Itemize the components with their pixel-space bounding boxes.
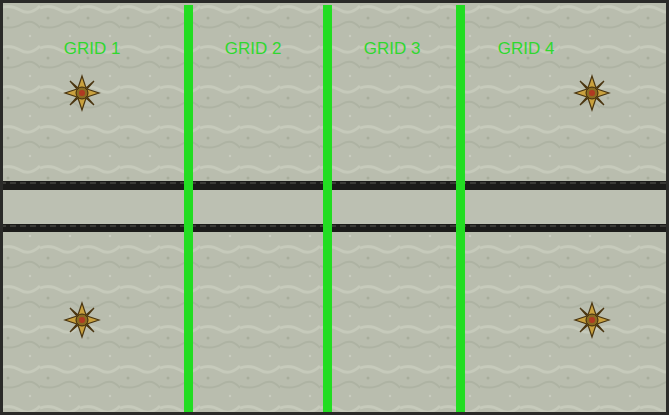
grid-label: GRID 3 <box>364 40 421 57</box>
grid-label: GRID 4 <box>498 40 555 57</box>
road <box>0 181 669 232</box>
ornament-icon <box>65 76 609 337</box>
grid-label: GRID 2 <box>225 40 282 57</box>
grid-divider <box>184 5 465 415</box>
grid-label: GRID 1 <box>64 40 121 57</box>
